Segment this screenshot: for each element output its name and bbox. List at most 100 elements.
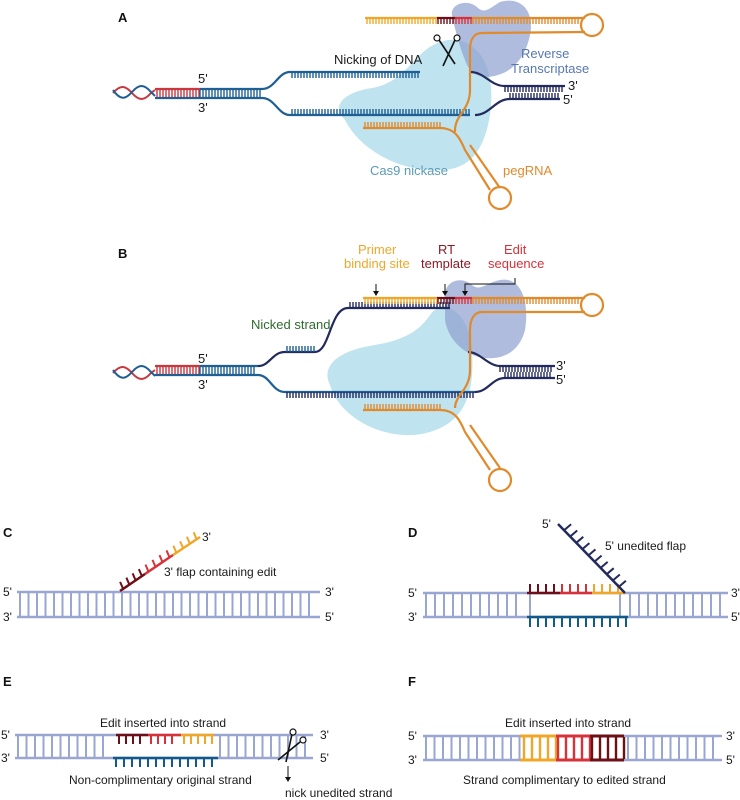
base-pair-rung (185, 536, 191, 545)
nick-arrow-head (285, 777, 291, 782)
pegrna-a-loop-bottom (487, 185, 513, 211)
strand-a-right-bottom (474, 97, 560, 117)
rt-template-label-line2: template (421, 256, 471, 271)
rungs-b-left (156, 367, 255, 374)
rt-label-line1: Reverse (521, 46, 569, 61)
scissors-icon (277, 728, 307, 763)
left-top-label: 5' (1, 728, 10, 742)
rungs-a-right (504, 86, 563, 99)
rt-template-label-line1: RT (438, 242, 455, 257)
pegrna-b-loop-top (579, 292, 605, 318)
right-bottom-label: 5' (726, 753, 735, 767)
right-bottom-label: 5' (325, 610, 334, 624)
right-bottom-label: 5' (731, 610, 740, 624)
complimentary-strand-label: Strand complimentary to edited strand (463, 773, 666, 787)
right-top-label: 3' (726, 729, 735, 743)
cas9-nickase-shape (327, 307, 473, 436)
rungs-a-upper (291, 72, 419, 78)
nick-unedited-label: nick unedited strand (285, 786, 392, 800)
base-pair-rung (192, 531, 198, 540)
rungs-d (425, 594, 721, 616)
panel-a: A (112, 0, 605, 211)
rungs-d-insert (529, 584, 619, 593)
five-prime-label: 5' (198, 351, 208, 366)
rt-label-line2: Transcriptase (511, 61, 589, 76)
scissors-icon (433, 34, 461, 67)
pegrna-label: pegRNA (503, 163, 552, 178)
base-pair-rung (179, 540, 185, 549)
three-prime-label: 3' (198, 100, 208, 115)
base-pair-rung (144, 564, 150, 573)
flap-end-label: 3' (202, 530, 211, 544)
base-pair-rung (612, 573, 621, 582)
base-pair-rung (618, 579, 627, 588)
base-pair-rung (569, 529, 578, 538)
rt-arrow-head (442, 291, 448, 296)
base-pair-rung (563, 523, 572, 532)
helix-blue (112, 365, 156, 379)
flap-end-label: 5' (542, 517, 551, 531)
base-pair-rung (158, 554, 164, 563)
edit-inserted-label: Edit inserted into strand (100, 716, 226, 730)
base-pair-rung (151, 559, 157, 568)
primer-label-line2: binding site (344, 256, 410, 271)
rungs-d-flap (563, 523, 627, 588)
panel-d: D 5' 5' unedited flap 5' 3' 3' 5' (408, 517, 740, 627)
flap-c-red (144, 553, 174, 576)
primer-label-line1: Primer (358, 242, 397, 257)
base-pair-rung (172, 545, 178, 554)
base-pair-rung (593, 554, 603, 563)
left-top-label: 5' (408, 586, 417, 600)
strand-b-right-top (467, 350, 555, 368)
base-pair-rung (581, 542, 591, 550)
rungs-e (17, 736, 306, 757)
rungs-c (19, 593, 310, 616)
panel-a-letter: A (118, 10, 128, 25)
panel-d-letter: D (408, 525, 417, 540)
flap-c-dark (119, 572, 146, 593)
rungs-b-lower (286, 392, 474, 398)
left-bottom-label: 3' (408, 610, 417, 624)
pegrna-a-stem (469, 144, 501, 189)
base-pair-rung (125, 577, 131, 586)
base-pair-rung (575, 536, 584, 544)
rungs-b-pegrna-top (364, 298, 579, 410)
edit-bracket (464, 278, 516, 294)
panel-c: C 3' 3' flap containing edit 5' 3' 3' 5' (3, 525, 334, 624)
flap-c-yellow (172, 535, 201, 557)
rungs-f (425, 734, 714, 762)
base-pair-rung (131, 572, 137, 581)
base-pair-rung (119, 581, 125, 590)
cas9-label: Cas9 nickase (370, 163, 448, 178)
helix-blue (112, 85, 156, 99)
primer-arrow-head (373, 291, 379, 296)
pegrna-b-lower (363, 408, 491, 471)
pegrna-b-stem (469, 424, 501, 469)
non-complimentary-label: Non-complimentary original strand (69, 773, 252, 787)
left-bottom-label: 3' (1, 751, 10, 765)
nicked-strand-label: Nicked strand (251, 317, 330, 332)
right-five-prime-label: 5' (556, 372, 566, 387)
nicking-label: Nicking of DNA (334, 52, 422, 67)
edit-label-line2: sequence (488, 256, 544, 271)
rungs-d-original (529, 617, 627, 627)
right-bottom-label: 5' (320, 751, 329, 765)
base-pair-rung (137, 568, 143, 577)
strand-b-lower-fork (257, 373, 475, 394)
edit-label-line1: Edit (504, 242, 527, 257)
rungs-a-left (156, 90, 261, 97)
rungs-c-flap (119, 531, 198, 590)
right-five-prime-label: 5' (563, 92, 573, 107)
right-three-prime-label: 3' (556, 358, 566, 373)
edit-arrow-head (462, 291, 468, 296)
five-prime-label: 5' (198, 71, 208, 86)
right-top-label: 3' (731, 586, 740, 600)
rungs-a-lower (291, 109, 470, 115)
cas9-nickase-shape (339, 39, 492, 171)
pegrna-b-loop-bottom (487, 467, 513, 493)
pegrna-a-loop-top (579, 12, 605, 38)
panel-f-letter: F (408, 674, 416, 689)
panel-c-letter: C (3, 525, 13, 540)
strand-a-upper-fork (261, 70, 420, 91)
strand-a-right-top (469, 70, 565, 88)
